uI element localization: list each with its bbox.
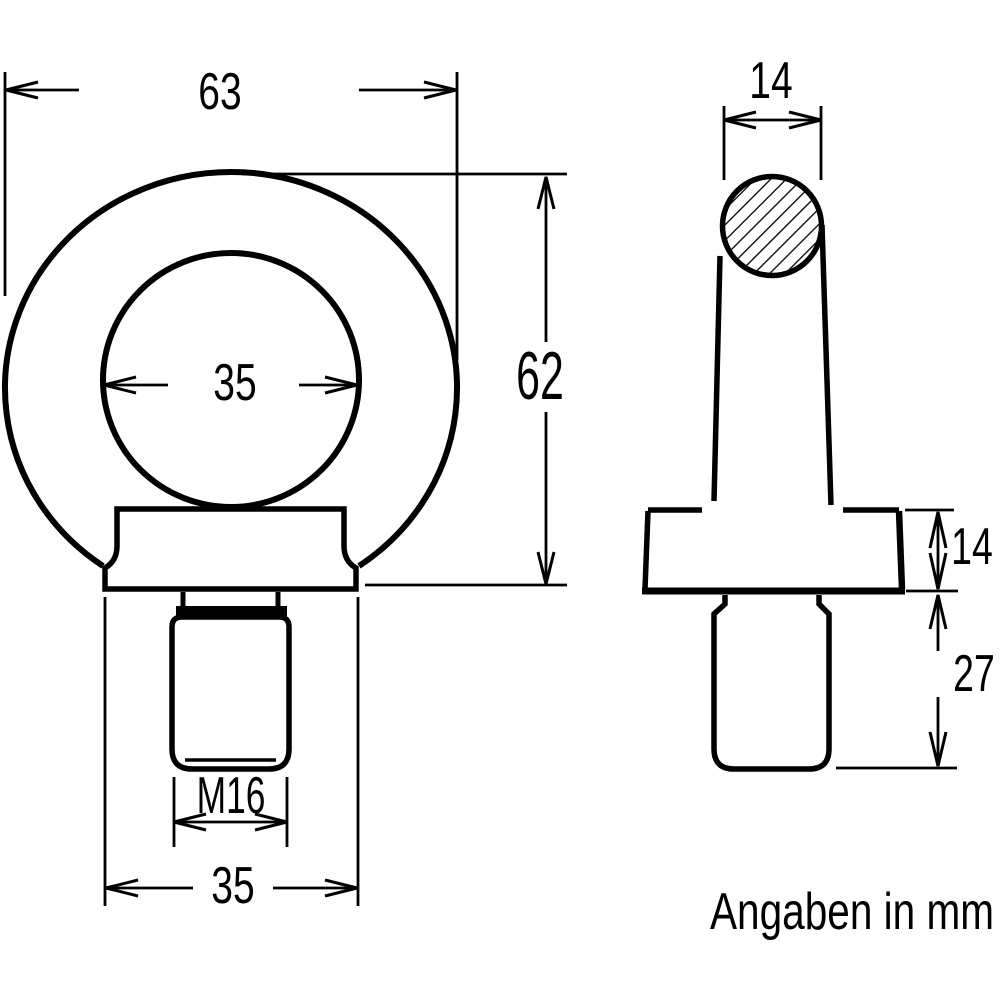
front-view [2, 168, 460, 772]
arrowhead-left [103, 375, 137, 395]
dim-label-eye-inner-diameter: 35 [213, 353, 256, 412]
arrowhead-down [928, 552, 948, 590]
collar-left-edge [642, 510, 651, 590]
dim-thread-size: M16 [172, 767, 289, 847]
arrowhead-right [788, 110, 822, 130]
units-note: Angaben in mm [710, 882, 994, 940]
arrowhead-left [5, 80, 39, 100]
collar-right-edge [895, 510, 906, 590]
arrowhead-right [324, 375, 358, 395]
dim-label-shank-length: 27 [953, 644, 995, 703]
arrowhead-up [928, 511, 948, 549]
wire-section-outline [719, 173, 825, 279]
wire-section-hatch [725, 179, 819, 273]
collar-front [102, 506, 359, 592]
stem-right-edge [819, 224, 834, 506]
dim-label-outer-width: 63 [198, 62, 241, 121]
dim-label-overall-height: 62 [516, 339, 564, 414]
arrowhead-right [324, 878, 358, 898]
dim-ring-section-width: 14 [722, 51, 823, 180]
arrowhead-down [536, 551, 556, 585]
dim-outer-width: 63 [3, 62, 459, 360]
arrowhead-up [928, 594, 948, 630]
arrowhead-down [928, 731, 948, 767]
stem-left-edge [711, 255, 723, 502]
eye-hole [100, 250, 362, 510]
dim-label-thread-size: M16 [197, 767, 266, 824]
arrowhead-right [423, 80, 457, 100]
dim-eye-inner-diameter: 35 [103, 353, 358, 412]
arrowhead-up [536, 176, 556, 210]
thread-body-front [169, 614, 292, 772]
arrowhead-left [173, 812, 207, 832]
eye-ring-outline [2, 168, 460, 569]
dim-overall-height: 62 [242, 172, 567, 587]
thread-undercut-band [176, 606, 287, 617]
dim-shank-length: 27 [836, 594, 995, 770]
side-view [642, 173, 906, 772]
dim-collar-diameter: 35 [103, 597, 360, 915]
dimensions: 63 35 62 M16 [3, 51, 995, 915]
arrowhead-right [254, 812, 288, 832]
dim-collar-height: 14 [905, 508, 993, 593]
arrowhead-left [105, 878, 139, 898]
dim-label-ring-section-width: 14 [749, 51, 792, 110]
shank-side [711, 595, 832, 772]
arrowhead-left [723, 110, 757, 130]
dim-label-collar-diameter: 35 [211, 856, 254, 915]
dim-label-collar-height: 14 [951, 517, 993, 576]
